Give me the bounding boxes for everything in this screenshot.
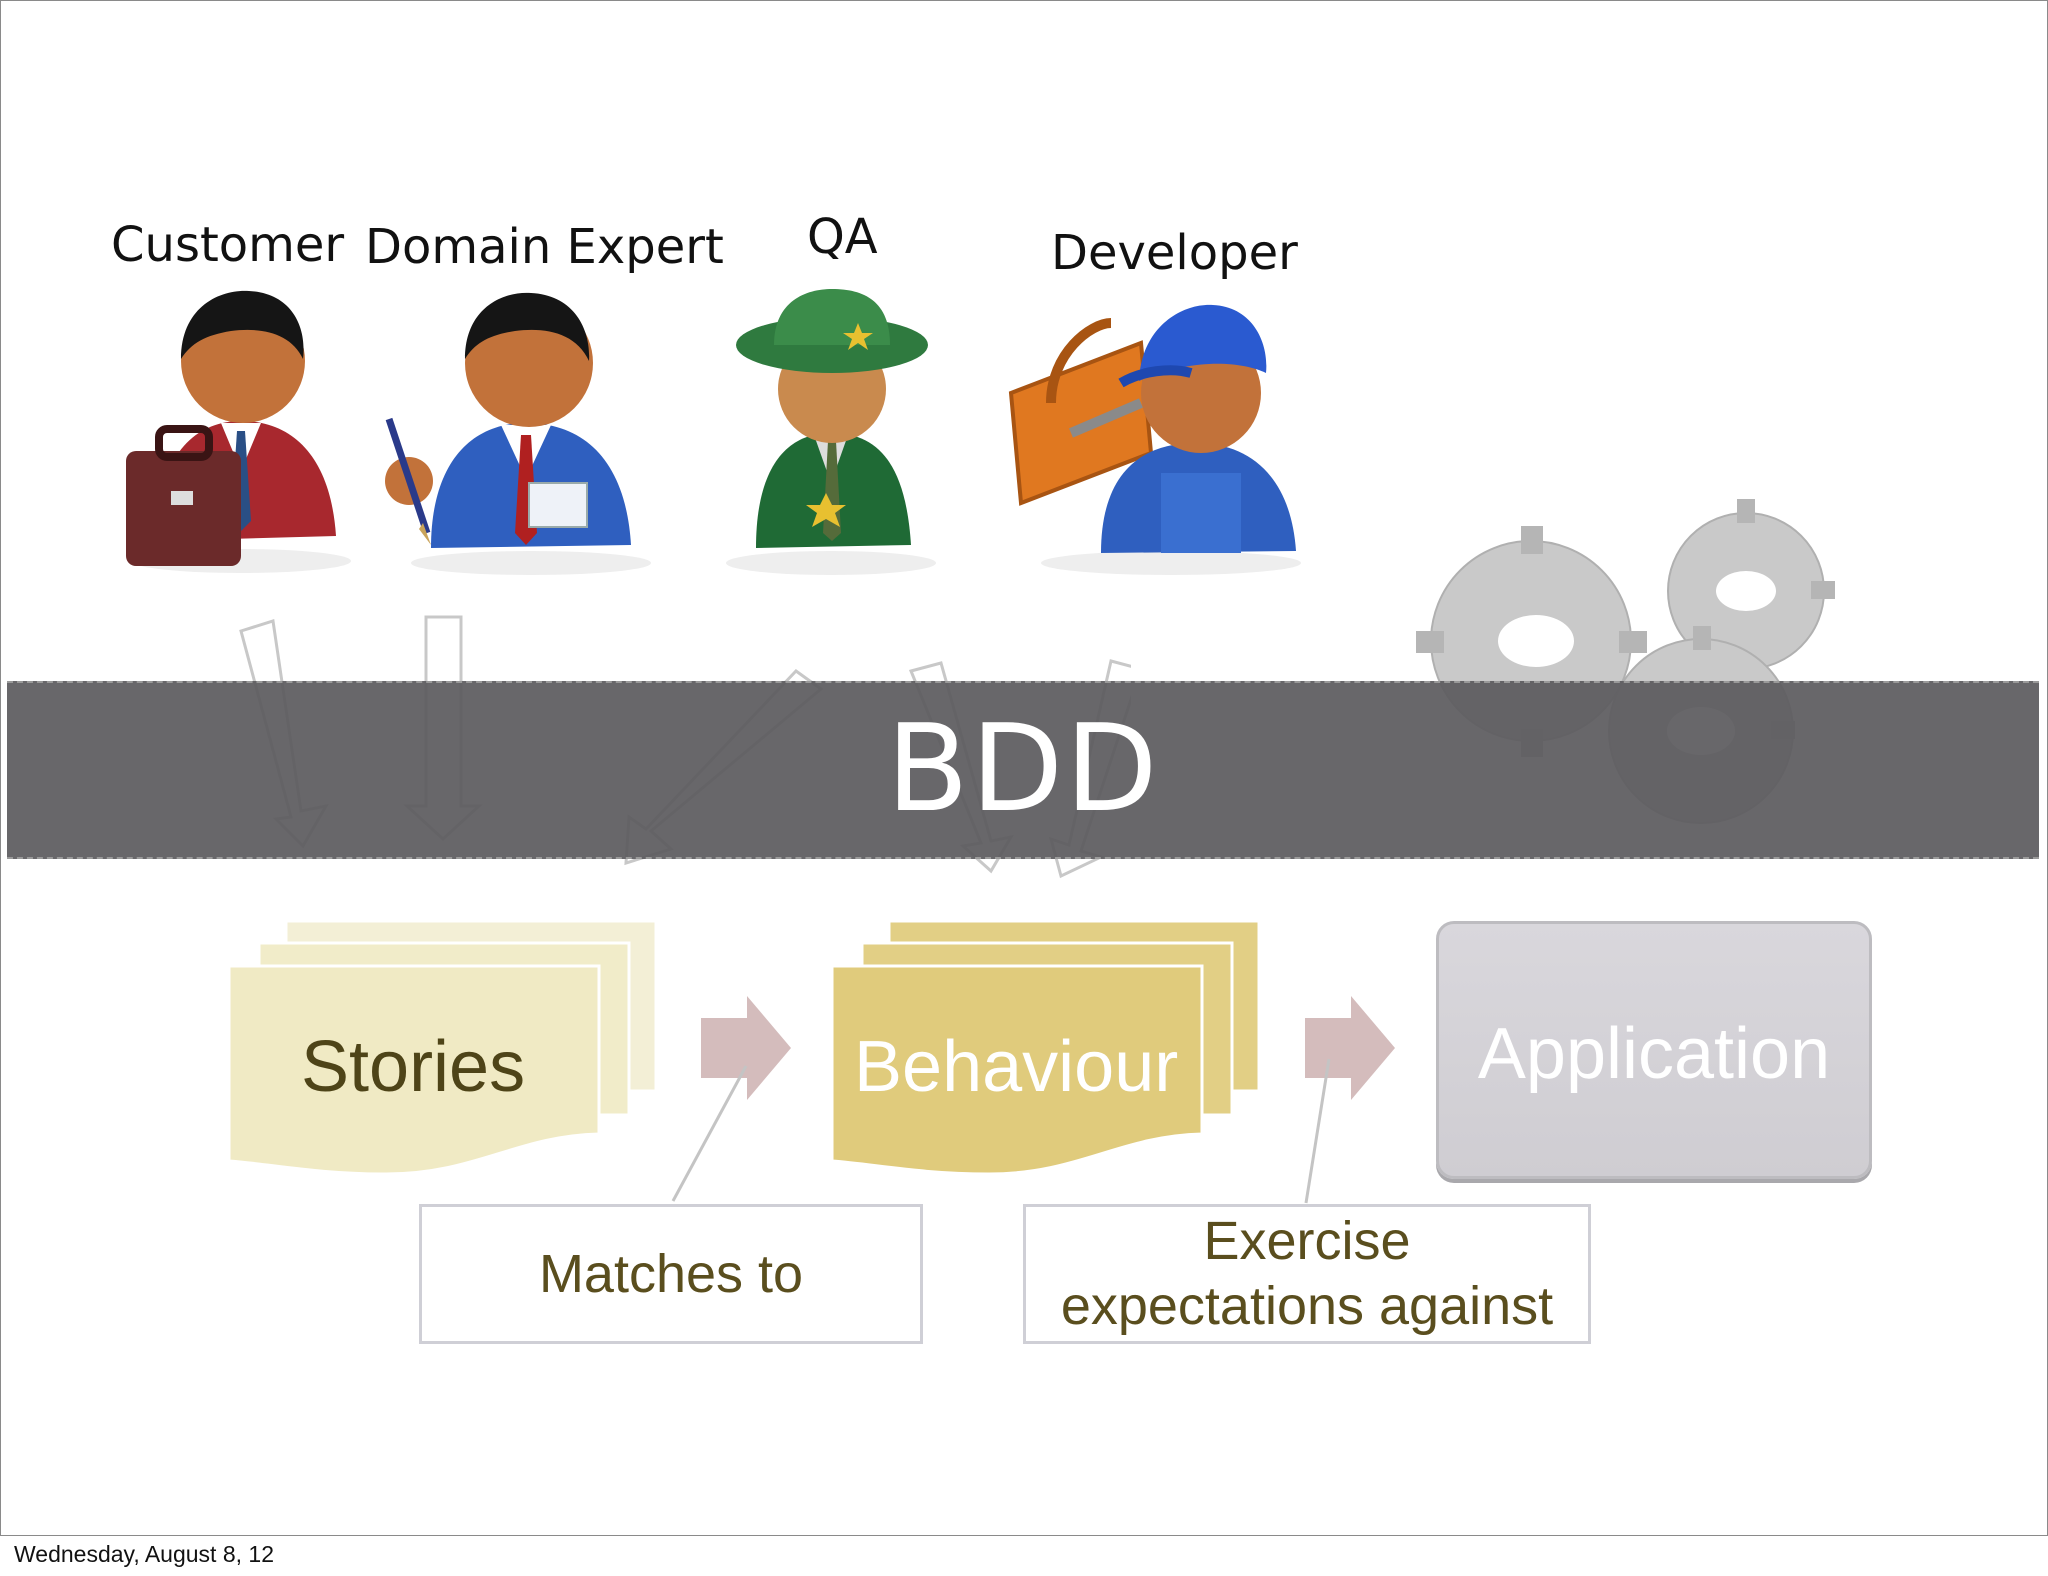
customer-icon	[126, 290, 351, 573]
slide: Customer Domain Expert QA Developer	[0, 0, 2048, 1536]
note-connectors	[671, 1058, 1331, 1204]
bdd-band: BDD	[7, 681, 2039, 859]
exercise-note: Exercise expectations against	[1023, 1204, 1591, 1344]
exercise-line1: Exercise	[1203, 1211, 1411, 1272]
footer-date: Wednesday, August 8, 12	[14, 1541, 274, 1567]
arrow-right-icon	[701, 996, 791, 1100]
developer-icon	[1008, 304, 1301, 575]
bdd-title: BDD	[886, 700, 1160, 839]
exercise-line2: expectations against	[1060, 1276, 1554, 1336]
behaviour-document-stack	[830, 919, 1261, 1176]
qa-icon	[726, 289, 936, 575]
domain-expert-icon	[385, 292, 651, 575]
role-label-developer: Developer	[1051, 225, 1298, 281]
matches-to-note: Matches to	[419, 1204, 923, 1344]
stories-label: Stories	[301, 1027, 526, 1107]
role-label-domain-expert: Domain Expert	[365, 219, 724, 275]
role-label-qa: QA	[807, 209, 878, 265]
application-label: Application	[1477, 1014, 1831, 1094]
stories-document-stack	[227, 919, 658, 1176]
matches-to-label: Matches to	[538, 1243, 804, 1304]
behaviour-label: Behaviour	[854, 1027, 1179, 1107]
application-box: Application	[1436, 921, 1872, 1179]
role-label-customer: Customer	[111, 217, 345, 273]
